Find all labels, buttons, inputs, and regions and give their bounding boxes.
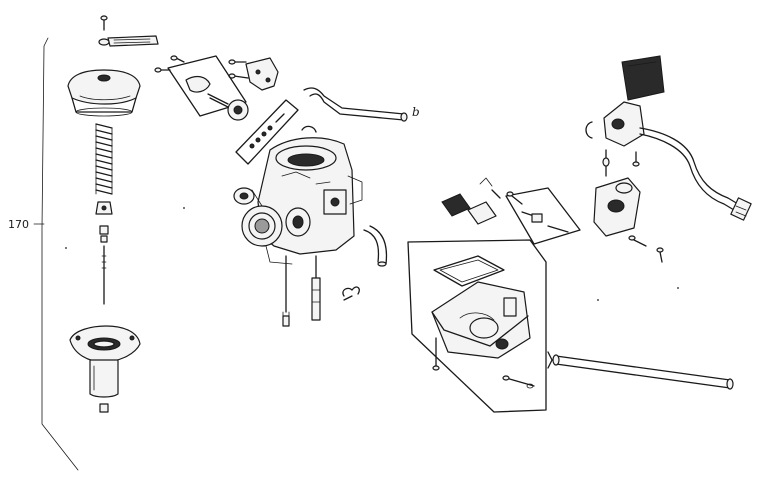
retaining-clip: [98, 35, 159, 47]
reference-bracket: [33, 37, 79, 471]
small-screw-pair: [506, 191, 523, 205]
overflow-tube: [363, 225, 388, 267]
idle-screw-spring: [342, 286, 360, 301]
needle-retainer: [95, 201, 113, 215]
fuel-hose: [547, 351, 734, 390]
float-bowl-gasket: [433, 255, 505, 287]
auto-choke-assembly: [585, 55, 752, 263]
auto-choke-cap: [621, 55, 665, 101]
reference-number: 170: [8, 218, 29, 231]
choke-screws: [154, 55, 185, 73]
float-bowl: [431, 281, 531, 359]
float-bowl-group: [407, 239, 547, 413]
auto-choke-plunger: [602, 149, 640, 177]
intake-bell: [233, 187, 283, 247]
vent-hose-end-marker: b: [412, 105, 420, 119]
outlet-flange: [285, 189, 347, 237]
auto-choke-screws: [628, 235, 664, 263]
throttle-cable-bracket: [245, 57, 279, 91]
bottom-screw: [502, 375, 535, 389]
piston-slide: [89, 359, 119, 413]
choke-assembly-group: [167, 55, 249, 121]
bracket-screws: [228, 59, 249, 79]
auto-choke-mount: [593, 177, 641, 237]
drain-screw: [432, 337, 440, 371]
auto-choke-body: [585, 101, 645, 147]
vent-hose: [303, 87, 408, 122]
float-parts: [441, 177, 501, 225]
vacuum-piston-assembly: [67, 15, 159, 413]
scan-specks: [65, 207, 679, 301]
auto-choke-wire: [639, 127, 752, 221]
hose-clip: [301, 125, 317, 133]
jet-needle: [101, 245, 107, 305]
pilot-screw-set: [235, 99, 299, 165]
vacuum-chamber-cover: [67, 69, 141, 117]
needle-collar: [99, 225, 109, 243]
carburetor-body: [233, 137, 363, 265]
top-screw: [100, 15, 108, 31]
main-jet-screws: [282, 255, 321, 327]
piston-diaphragm: [69, 325, 141, 363]
piston-spring: [95, 123, 113, 195]
jet-set-box: [505, 187, 581, 245]
